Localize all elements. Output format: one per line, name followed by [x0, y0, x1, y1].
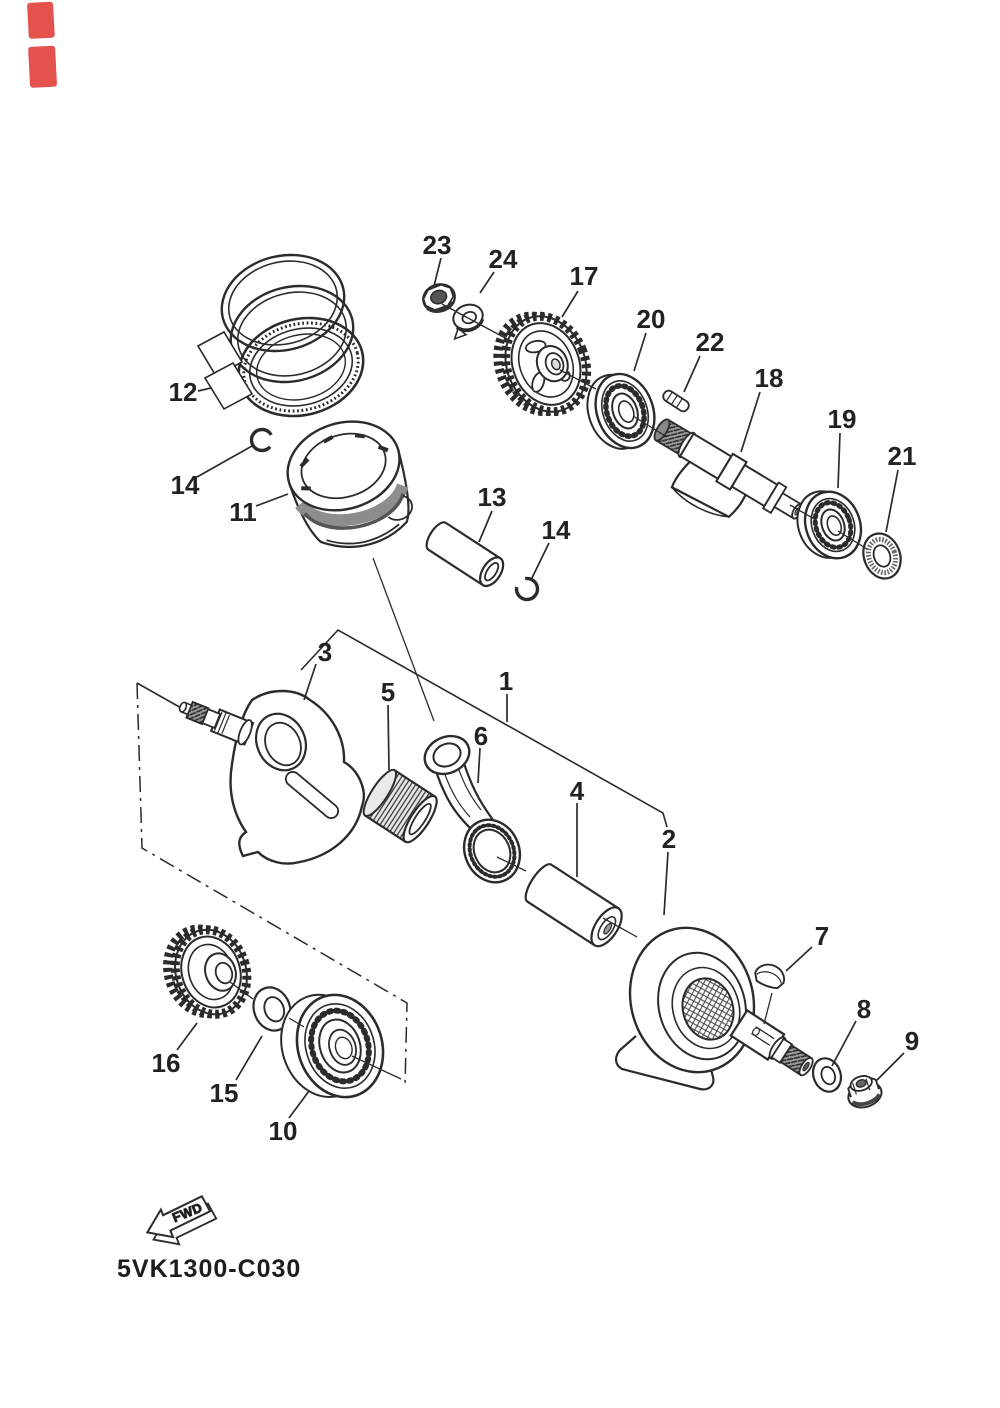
ring-set-box-icon — [203, 361, 254, 411]
axis-line — [789, 504, 817, 521]
part-13-piston-pin — [425, 521, 505, 588]
callout-leader-14 — [196, 445, 253, 478]
callout-leader-22 — [683, 355, 701, 393]
callout-leader-18 — [740, 391, 761, 453]
callout-leader-15 — [235, 1035, 263, 1081]
part-18-balancer-shaft — [653, 418, 804, 520]
callout-leader-9 — [875, 1052, 905, 1082]
callout-20: 20 — [637, 304, 666, 334]
callout-5: 5 — [381, 677, 395, 707]
callout-23: 23 — [423, 230, 452, 260]
callout-leader-20 — [633, 332, 647, 372]
axis-line — [763, 992, 773, 1025]
part-9-nut — [847, 1075, 883, 1109]
callout-21: 21 — [888, 441, 917, 471]
part-15-washer — [252, 986, 292, 1032]
callout-3: 3 — [318, 637, 332, 667]
axis-line — [288, 1017, 305, 1028]
part-23-nut — [422, 283, 456, 313]
assembly-bracket-line — [300, 628, 668, 828]
fwd-arrow: FWD — [145, 1194, 218, 1246]
part-11-piston — [286, 420, 413, 548]
part-2-crank-half-right — [615, 926, 814, 1091]
callout-11: 11 — [229, 497, 257, 527]
part-3-crank-half-left — [178, 689, 365, 865]
axis-line — [632, 415, 668, 438]
group-boundary-dashdot — [136, 682, 408, 1088]
part-17-gear — [493, 311, 592, 417]
part-14-circlip-upper — [249, 427, 275, 453]
callout-leader-19 — [837, 432, 841, 489]
red-mark-2 — [28, 45, 57, 88]
callout-18: 18 — [755, 363, 784, 393]
callout-14: 14 — [171, 470, 200, 500]
axis-line — [372, 557, 435, 722]
axis-line — [496, 856, 527, 872]
callout-2: 2 — [662, 824, 676, 854]
assembly-axis-lines — [229, 303, 868, 1080]
callout-leader-3 — [303, 663, 317, 701]
part-19-bearing — [796, 490, 863, 560]
part-4-crank-pin — [524, 863, 623, 948]
callout-labels: 23 24 17 20 22 18 19 21 12 14 11 13 14 3 5 16 4 2 7 8 9 16 15 1… — [152, 230, 920, 1146]
callout-leader-6 — [477, 747, 481, 784]
callout-leader-23 — [433, 257, 442, 287]
callout-leader-2 — [663, 851, 669, 916]
callout-leader-12 — [197, 387, 212, 392]
part-10-bearing — [280, 993, 385, 1099]
callout-24: 24 — [489, 244, 518, 274]
callout-leader-11 — [255, 493, 289, 507]
callout-14: 14 — [542, 515, 571, 545]
axis-line — [559, 369, 597, 390]
callout-22: 22 — [696, 327, 725, 357]
part-16-gear — [163, 924, 252, 1019]
part-22-pin — [662, 389, 690, 413]
callout-leader-21 — [885, 469, 899, 533]
callout-leader-10 — [288, 1090, 310, 1119]
callout-leader-7 — [785, 946, 813, 972]
red-mark-1 — [27, 1, 55, 39]
callout-leader-17 — [561, 290, 579, 318]
callout-9: 9 — [905, 1026, 919, 1056]
callout-leader-8 — [831, 1020, 857, 1067]
callout-10: 10 — [269, 1116, 298, 1146]
callout-leader-24 — [479, 271, 495, 294]
callout-1: 1 — [499, 666, 513, 696]
axis-line — [837, 530, 868, 550]
axis-line — [441, 303, 508, 340]
part-5-needle-bearing — [362, 768, 438, 844]
part-code: 5VK1300-C030 — [117, 1255, 301, 1283]
callout-7: 7 — [815, 921, 829, 951]
part-12-piston-rings — [196, 253, 365, 418]
callout-17: 17 — [570, 261, 599, 291]
callout-13: 13 — [478, 482, 507, 512]
axis-line — [229, 981, 254, 1000]
callout-leader-16 — [176, 1022, 198, 1051]
part-8-washer — [811, 1057, 843, 1093]
red-pen-marks — [27, 1, 57, 88]
part-20-bearing — [586, 372, 656, 450]
callout-12: 12 — [169, 377, 198, 407]
axis-line — [351, 1055, 402, 1080]
part-6-connecting-rod — [423, 734, 522, 884]
part-24-lock-washer — [452, 303, 485, 341]
part-14-circlip-lower — [514, 576, 540, 602]
callout-6: 6 — [474, 721, 488, 751]
part-21-seal — [862, 532, 902, 580]
callout-19: 19 — [828, 404, 857, 434]
callout-16: 16 — [152, 1048, 181, 1078]
callout-4: 4 — [570, 776, 585, 806]
callout-15: 15 — [210, 1078, 239, 1108]
part-7-woodruff-key — [754, 963, 785, 990]
callout-leader-14 — [530, 542, 550, 581]
callout-leader-5 — [387, 704, 390, 771]
callout-8: 8 — [857, 994, 871, 1024]
callout-leader-13 — [478, 510, 493, 543]
axis-line — [602, 917, 638, 938]
